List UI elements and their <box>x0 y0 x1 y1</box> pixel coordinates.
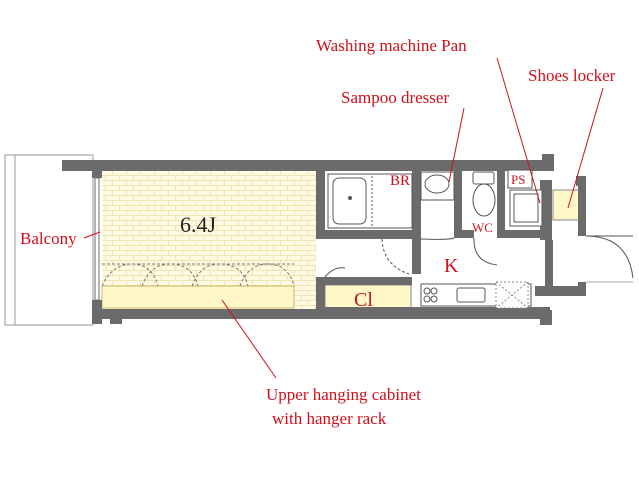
callout-upper-cabinet-line2: with hanger rack <box>272 409 387 428</box>
callout-shampoo-dresser: Sampoo dresser <box>341 88 449 107</box>
callout-lines <box>83 57 604 379</box>
room-label-kitchen: K <box>444 255 459 277</box>
toilet <box>472 171 496 217</box>
upper-cabinet-strip <box>101 285 295 309</box>
callout-washing-machine-pan: Washing machine Pan <box>316 36 467 55</box>
room-label-bath: BR <box>390 173 410 189</box>
kitchen-counter <box>420 281 532 309</box>
walls <box>62 154 586 325</box>
shampoo-dresser <box>420 171 455 201</box>
closet-door-arcs <box>101 263 295 287</box>
bathtub <box>327 173 413 229</box>
callout-upper-cabinet-line1: Upper hanging cabinet <box>266 385 421 404</box>
door-swings <box>324 235 634 283</box>
room-label-toilet: WC <box>472 220 493 235</box>
room-label-ps: PS <box>511 172 525 187</box>
room-label-closet: Cl <box>354 289 373 311</box>
washing-machine-pan <box>509 189 543 227</box>
callout-shoes-locker: Shoes locker <box>528 66 616 85</box>
room-label-main: 6.4J <box>180 212 217 237</box>
pipe-space-box <box>507 169 533 189</box>
balcony <box>4 154 94 326</box>
callout-balcony: Balcony <box>20 229 77 248</box>
